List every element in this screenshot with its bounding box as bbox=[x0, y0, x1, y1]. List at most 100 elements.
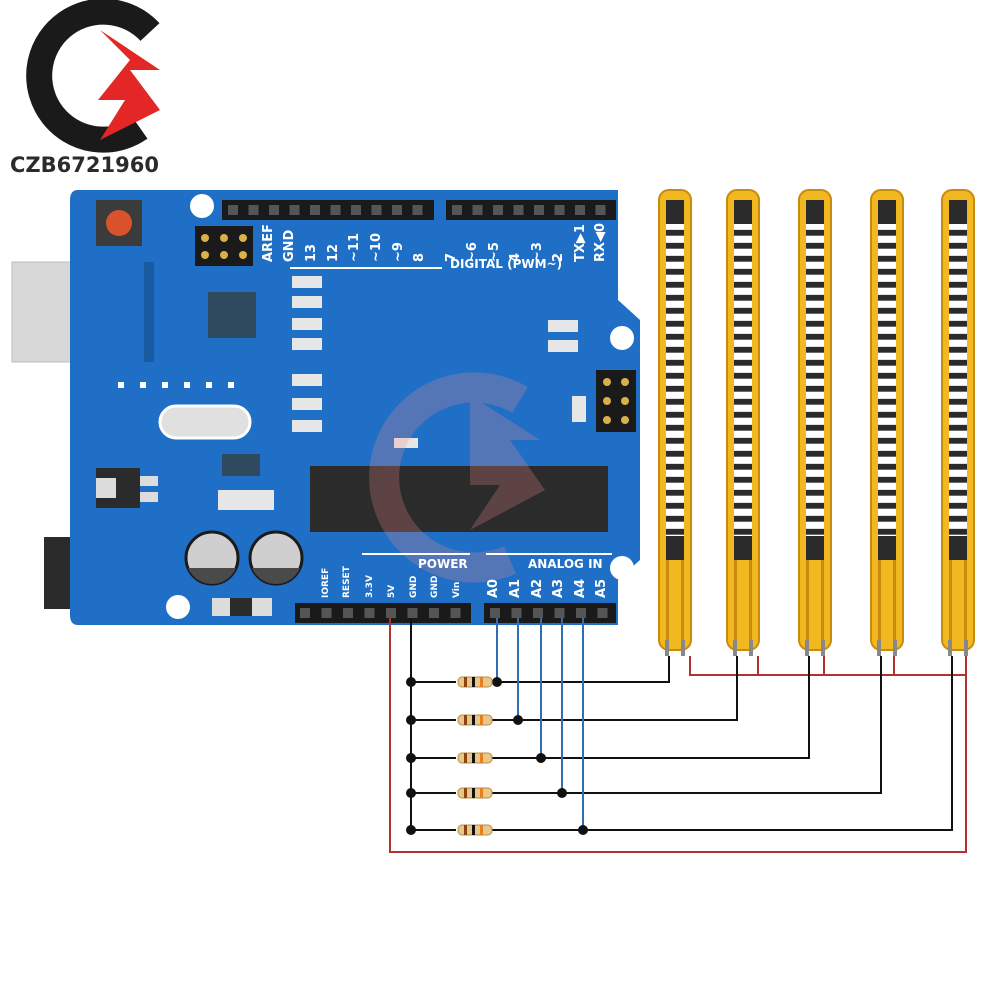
flex-sensor-segment bbox=[666, 281, 684, 288]
analog-pin-label: A2 bbox=[530, 579, 545, 598]
flex-sensor-segment bbox=[734, 411, 752, 418]
flex-sensor-segment bbox=[734, 489, 752, 496]
flex-sensor-pin bbox=[893, 640, 897, 656]
flex-sensor-lead bbox=[806, 560, 809, 642]
flex-sensor-lead bbox=[949, 560, 952, 642]
flex-sensor-cap bbox=[666, 200, 684, 224]
header-pin bbox=[364, 608, 375, 618]
flex-sensor-segment bbox=[878, 502, 896, 509]
flex-sensor-segment bbox=[949, 398, 967, 405]
header-pin bbox=[300, 608, 310, 618]
header-strip bbox=[295, 603, 471, 623]
header-pin bbox=[554, 205, 565, 215]
flex-sensor-segment bbox=[666, 255, 684, 262]
flex-sensor-pin bbox=[948, 640, 952, 656]
flex-sensor-segment bbox=[734, 450, 752, 457]
flex-sensor-segment bbox=[806, 281, 824, 288]
digital-pin-label: 2 bbox=[551, 253, 566, 262]
flex-sensor-segment bbox=[806, 307, 824, 314]
flex-sensor-segment bbox=[734, 385, 752, 392]
flex-sensor-segment bbox=[734, 398, 752, 405]
pull-down-resistors bbox=[457, 676, 493, 836]
flex-sensor-segment bbox=[806, 515, 824, 522]
resistor bbox=[457, 752, 493, 764]
resistor-band bbox=[480, 825, 483, 835]
digital-pin-label: 12 bbox=[326, 244, 341, 262]
flex-sensor-segment bbox=[734, 515, 752, 522]
flex-sensor-segment bbox=[878, 294, 896, 301]
wiring bbox=[389, 618, 967, 853]
mounting-hole bbox=[190, 194, 214, 218]
digital-header bbox=[222, 200, 616, 220]
header-pin bbox=[412, 205, 423, 215]
flex-sensor-track bbox=[806, 200, 824, 560]
header-pin bbox=[452, 205, 462, 215]
flex-sensor-segment bbox=[806, 359, 824, 366]
flex-sensor-segment bbox=[949, 307, 967, 314]
flex-sensor-pin bbox=[805, 640, 809, 656]
header-pin bbox=[351, 205, 361, 215]
flex-sensor-segment bbox=[878, 411, 896, 418]
flex-sensor-segment bbox=[949, 437, 967, 444]
flex-sensor-segment bbox=[878, 346, 896, 353]
flex-sensor-segment bbox=[806, 268, 824, 275]
flex-sensor-pin bbox=[733, 640, 737, 656]
flex-sensor-segment bbox=[949, 359, 967, 366]
digital-pin-label: ~5 bbox=[487, 242, 502, 262]
sensor-wire bbox=[518, 656, 738, 721]
flex-sensor-segment bbox=[878, 398, 896, 405]
resistor-band bbox=[464, 677, 467, 687]
ground-junction bbox=[406, 677, 416, 687]
mounting-hole bbox=[610, 556, 634, 580]
usb-edge bbox=[144, 262, 154, 362]
flex-sensor-segment bbox=[806, 333, 824, 340]
header-strip bbox=[484, 603, 616, 623]
header-pin bbox=[597, 608, 608, 618]
flex-sensor-segment bbox=[666, 411, 684, 418]
watermark-logo bbox=[369, 372, 545, 583]
flex-sensor-segment bbox=[734, 268, 752, 275]
header-pin bbox=[343, 608, 353, 618]
flex-sensor-segment bbox=[806, 489, 824, 496]
flex-sensor-segment bbox=[666, 502, 684, 509]
resistor-band bbox=[472, 677, 475, 687]
resistor-band bbox=[472, 788, 475, 798]
flex-sensor-segment bbox=[734, 528, 752, 535]
digital-pin-label: ~11 bbox=[347, 233, 362, 262]
flex-sensor-lead bbox=[666, 560, 669, 642]
flex-sensor-segment bbox=[806, 437, 824, 444]
icsp-header-right bbox=[596, 370, 636, 432]
header-pin bbox=[554, 608, 565, 618]
led-row bbox=[118, 382, 234, 388]
flex-sensor-segment bbox=[806, 320, 824, 327]
flex-sensor-segment bbox=[666, 333, 684, 340]
flex-sensor-segment bbox=[666, 320, 684, 327]
flex-sensor-segment bbox=[806, 346, 824, 353]
flex-sensor bbox=[726, 189, 760, 656]
analog-pin-label: A5 bbox=[594, 579, 609, 598]
flex-sensor-segment bbox=[878, 255, 896, 262]
flex-sensor-lead bbox=[821, 560, 824, 642]
flex-sensor bbox=[658, 189, 692, 656]
flex-sensor-segment bbox=[949, 372, 967, 379]
flex-sensor-segment bbox=[949, 502, 967, 509]
flex-sensor-segment bbox=[806, 255, 824, 262]
sensor-wire bbox=[497, 656, 670, 683]
header-strip bbox=[446, 200, 616, 220]
flex-sensor-segment bbox=[666, 307, 684, 314]
power-pin-label: IOREF bbox=[321, 568, 331, 598]
flex-sensors bbox=[658, 189, 975, 656]
microcontroller bbox=[310, 466, 608, 532]
power-pin-label: GND bbox=[430, 576, 440, 598]
flex-sensor-segment bbox=[806, 242, 824, 249]
flex-sensor-segment bbox=[666, 463, 684, 470]
header-pin bbox=[289, 205, 300, 215]
flex-sensor-segment bbox=[806, 385, 824, 392]
header-pin bbox=[310, 205, 320, 215]
brand-logo: CZB6721960 bbox=[10, 0, 160, 177]
resistor-band bbox=[480, 715, 483, 725]
